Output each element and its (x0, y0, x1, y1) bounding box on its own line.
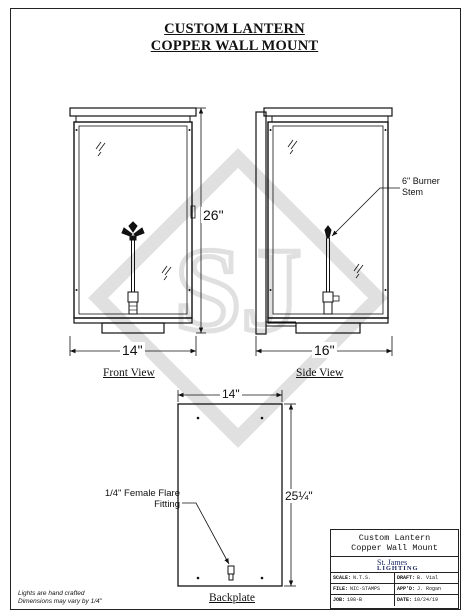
job-label: JOB: (333, 597, 346, 603)
job-value: 108-B (347, 597, 363, 603)
date-label: DATE: (397, 597, 413, 603)
front-width-dimension: 14" (120, 342, 145, 358)
title-block-row: SCALE:N.T.S. DRAFT:B. Vial (331, 573, 458, 584)
note-dimensions-vary: Dimensions may vary by 1/4" (18, 598, 102, 605)
approved-value: J. Rogan (417, 586, 442, 592)
backplate-view (177, 390, 296, 587)
draft-label: DRAFT: (397, 575, 416, 581)
brand-sub: LIGHTING (377, 565, 419, 572)
front-view-label: Front View (103, 367, 155, 379)
file-value: NIC-STAMPS (350, 586, 381, 592)
drawing-title-line1: CUSTOM LANTERN (164, 21, 305, 37)
file-label: FILE: (333, 586, 349, 592)
watermark-logo: SJ (88, 148, 388, 448)
backplate-width-dimension: 14" (220, 387, 242, 401)
side-width-dimension: 16" (312, 342, 337, 358)
title-block-title: Custom Lantern Copper Wall Mount (331, 533, 458, 553)
backplate-label: Backplate (209, 592, 255, 604)
flare-fitting-callout: 1/4" Female Flare Fitting (104, 488, 180, 510)
title-block-grid: SCALE:N.T.S. DRAFT:B. Vial FILE:NIC-STAM… (331, 573, 458, 606)
burner-stem-callout: 6" Burner Stem (402, 176, 440, 197)
title-block-title-line2: Copper Wall Mount (351, 543, 438, 553)
approved-label: APP'D: (397, 586, 416, 592)
title-block-row: FILE:NIC-STAMPS APP'D:J. Rogan (331, 584, 458, 595)
side-view (255, 107, 400, 356)
title-block: Custom Lantern Copper Wall Mount St. Jam… (330, 529, 459, 609)
watermark-text: SJ (175, 223, 302, 356)
title-block-row: JOB:108-B DATE:10/24/19 (331, 595, 458, 606)
title-block-title-line1: Custom Lantern (358, 533, 431, 543)
drawing-sheet-border (10, 8, 461, 610)
side-view-label: Side View (296, 367, 344, 379)
side-burner (322, 225, 340, 315)
title-block-brand-row: St. James LIGHTING (331, 556, 458, 573)
front-height-dimension: 26" (201, 207, 226, 223)
front-burner (121, 221, 145, 315)
note-hand-crafted: Lights are hand crafted (18, 590, 85, 597)
backplate-height-dimension: 25¼" (283, 489, 315, 503)
scale-label: SCALE: (333, 575, 352, 581)
date-value: 10/24/19 (414, 597, 439, 603)
drawing-title-line2: COPPER WALL MOUNT (150, 38, 319, 54)
draft-value: B. Vial (417, 575, 439, 581)
scale-value: N.T.S. (353, 575, 372, 581)
brand-name: St. James (377, 558, 408, 567)
